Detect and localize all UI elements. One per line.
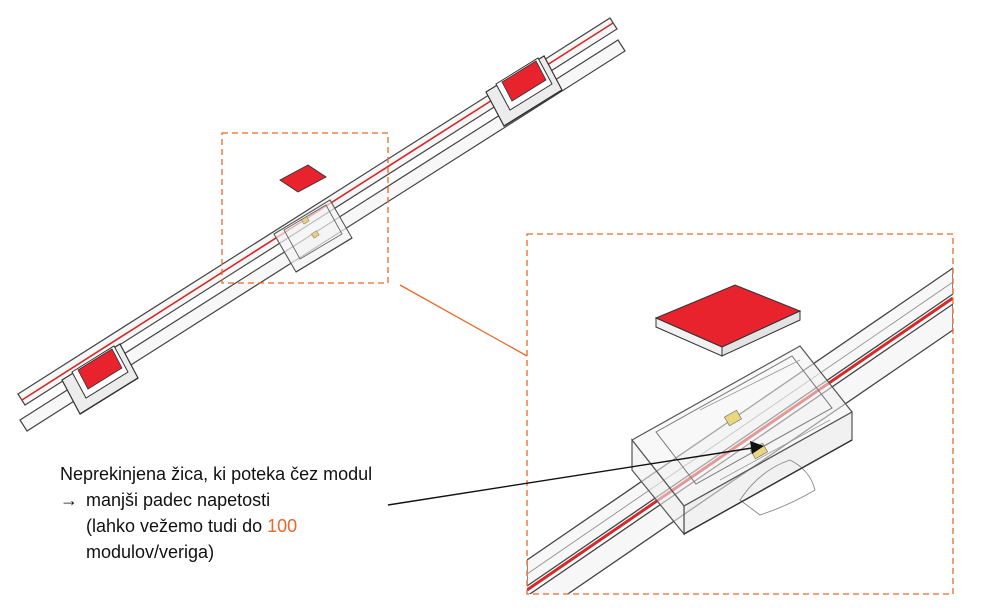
right-arrow-icon: → bbox=[60, 490, 78, 510]
caption-line-3-text: (lahko vežemo tudi do bbox=[86, 516, 268, 536]
focus-box bbox=[221, 132, 389, 284]
caption-line-3: (lahko vežemo tudi do 100 bbox=[60, 513, 440, 539]
caption-line-1: Neprekinjena žica, ki poteka čez modul bbox=[60, 464, 373, 484]
zoom-detail bbox=[527, 267, 953, 594]
caption-line-4: modulov/veriga) bbox=[86, 542, 215, 562]
detached-red-pad bbox=[279, 164, 327, 193]
zoom-module-body bbox=[631, 345, 853, 536]
zoom-red-pad bbox=[654, 284, 802, 348]
module-top-right bbox=[485, 55, 563, 127]
pointer-arrow bbox=[387, 441, 764, 506]
zoom-box bbox=[526, 233, 954, 595]
caption-line-2: → manjši padec napetosti bbox=[60, 487, 440, 513]
zoom-leader-line bbox=[399, 284, 528, 357]
caption: Neprekinjena žica, ki poteka čez modul →… bbox=[60, 461, 440, 565]
module-center-transparent bbox=[273, 199, 353, 273]
caption-line-2-text: manjši padec napetosti bbox=[86, 490, 271, 510]
caption-highlight-number: 100 bbox=[267, 516, 298, 536]
module-bottom-left bbox=[61, 343, 139, 415]
